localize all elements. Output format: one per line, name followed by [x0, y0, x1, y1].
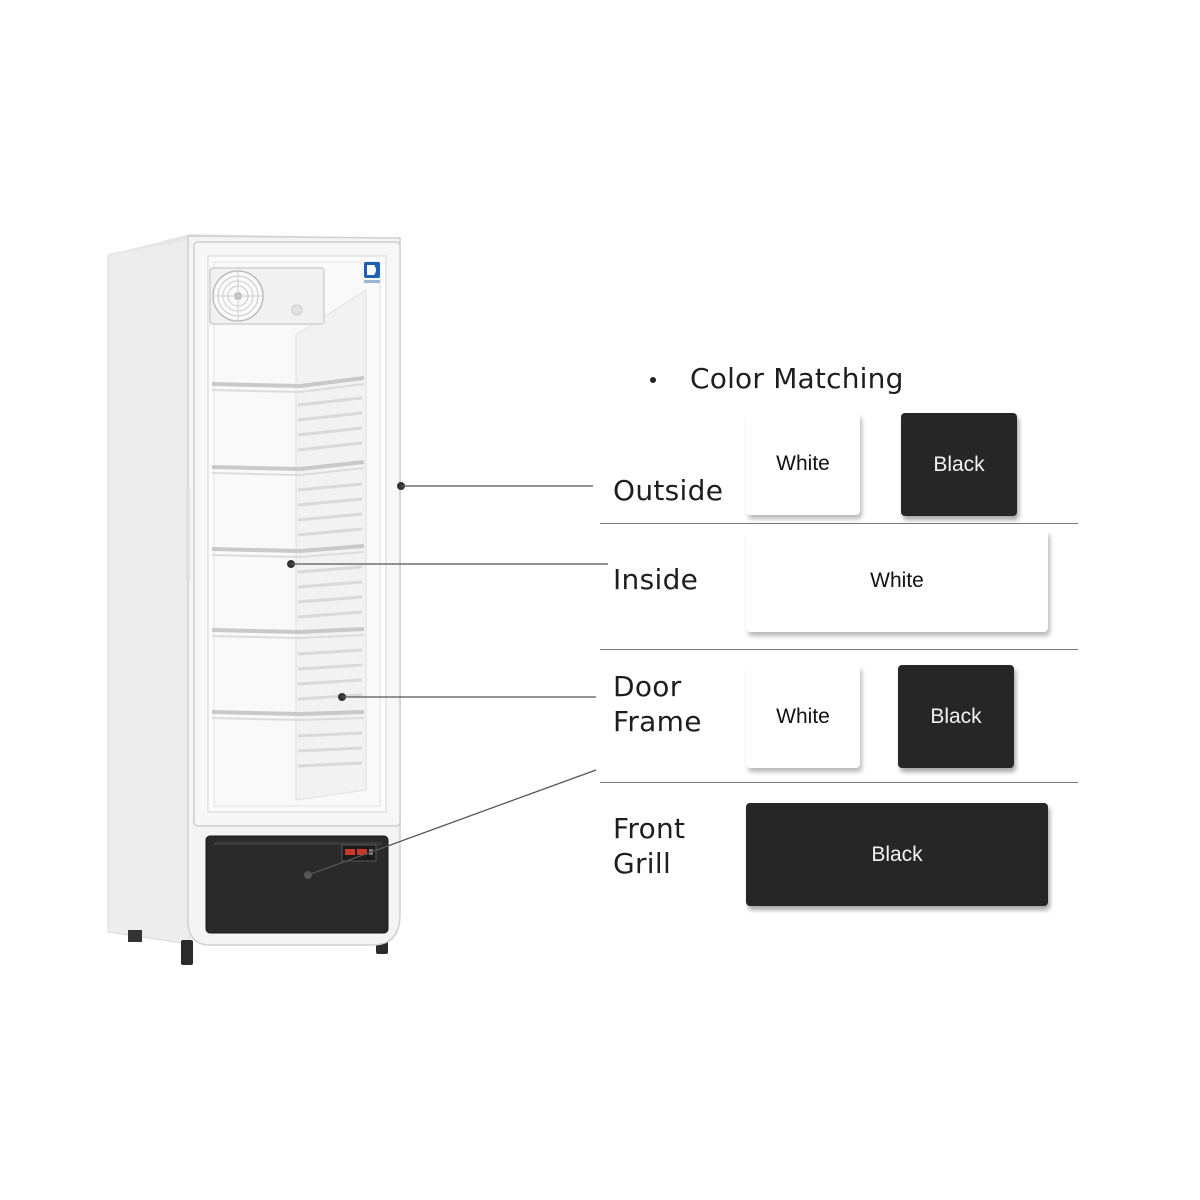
shelf [211, 627, 365, 640]
shelf [211, 710, 365, 722]
row-label-line: Grill [613, 847, 672, 880]
row-label-front-grill: Front Grill [613, 811, 685, 881]
callout-dot-outside [397, 482, 405, 490]
row-divider [600, 649, 1078, 650]
bullet-dot-icon [650, 376, 656, 383]
temperature-controller [341, 844, 377, 862]
shelf [211, 376, 365, 394]
door-hinge-edge [186, 490, 190, 580]
shelf [211, 544, 365, 559]
callout-dot-inside [287, 560, 295, 568]
shelf [211, 460, 365, 477]
swatch-door-frame-black[interactable]: Black [898, 665, 1014, 768]
front-grill-edge [214, 842, 382, 845]
display-fridge-illustration [107, 234, 405, 965]
brand-logo-icon [364, 262, 380, 283]
fridge-side-panel [107, 235, 191, 945]
section-heading: Color Matching [690, 362, 904, 395]
callout-dot-door-frame [338, 693, 346, 701]
row-label-outside: Outside [613, 474, 724, 507]
color-matching-heading-row: Color Matching [650, 362, 904, 395]
fridge-foot [128, 930, 142, 942]
row-label-line: Frame [613, 705, 702, 738]
swatch-door-frame-white[interactable]: White [746, 665, 860, 768]
row-label-line: Door [613, 670, 682, 703]
swatch-front-grill-black[interactable]: Black [746, 803, 1048, 906]
row-label-inside: Inside [613, 563, 699, 596]
swatch-inside-white[interactable]: White [746, 530, 1048, 632]
thermostat-knob [291, 304, 303, 316]
callout-dot-front-grill [304, 871, 312, 879]
row-label-line: Front [613, 812, 686, 845]
swatch-outside-black[interactable]: Black [901, 413, 1017, 516]
swatch-outside-white[interactable]: White [746, 413, 860, 515]
fridge-foot [181, 940, 193, 965]
row-divider [600, 523, 1078, 524]
row-label-door-frame: Door Frame [613, 669, 702, 739]
shelf-rails [297, 396, 363, 768]
row-divider [600, 782, 1078, 783]
fan-icon [212, 270, 264, 322]
